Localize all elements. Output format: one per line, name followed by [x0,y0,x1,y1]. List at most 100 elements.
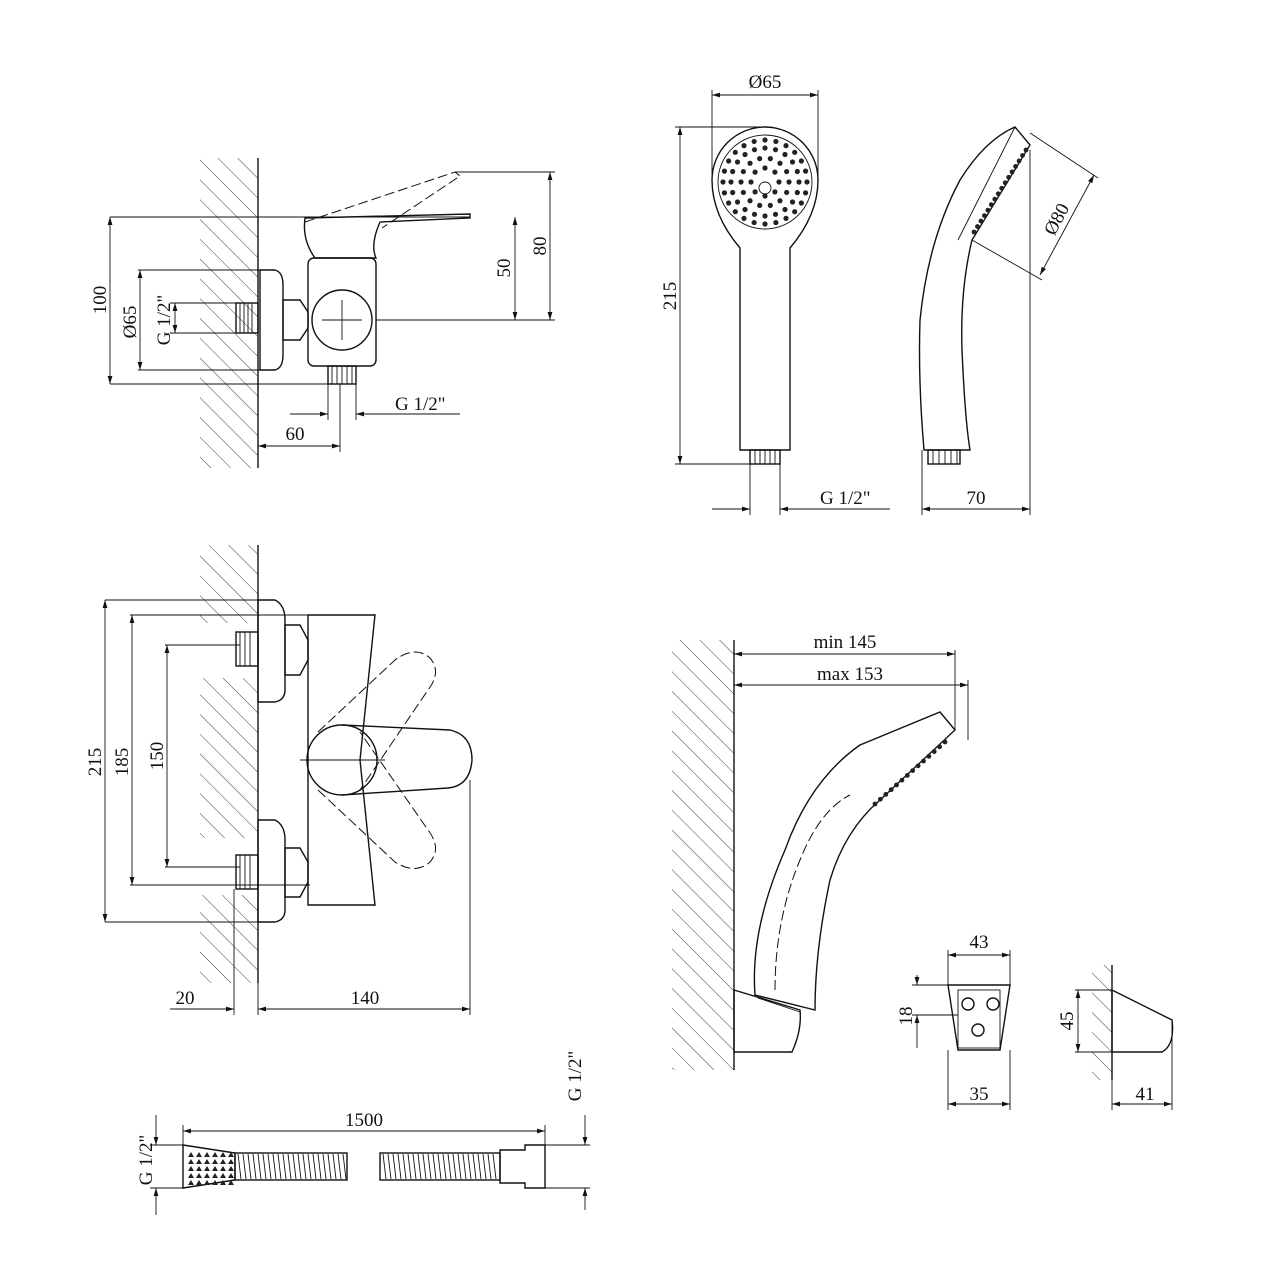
dim-hose-length: 1500 [345,1110,383,1131]
wall-hatch-lower [200,895,258,983]
nozzle [767,156,773,162]
nozzle [782,151,788,158]
nozzle [757,156,763,162]
coil-line [477,1153,482,1180]
dim-flange-dia: Ø65 [120,306,141,339]
side-nozzle [1016,158,1022,164]
knurl-mark [188,1166,194,1171]
nozzle [747,160,753,166]
knurl-mark [196,1180,202,1185]
mixer-side-view: 100 Ø65 G 1/2" 50 80 G 1/2" 60 [90,158,555,468]
coil-line [302,1153,307,1180]
dim-front-215: 215 [85,748,106,777]
knurl-mark [204,1152,210,1157]
shower-front-view: Ø65 215 G 1/2" [660,72,890,515]
install-nozzle [910,768,916,774]
install-nozzle [942,739,948,745]
coil-line [472,1153,477,1180]
nozzle [740,189,746,196]
coil-line [297,1153,302,1180]
coil-line [292,1153,297,1180]
dim-height-total: 100 [90,286,111,315]
wall-hatch [200,158,258,468]
side-nozzle [985,207,991,213]
knurl-mark [212,1180,218,1185]
nozzle [730,189,736,196]
nozzle [757,202,763,208]
nozzle [777,160,783,166]
nozzle [762,137,768,143]
knurl-mark [204,1159,210,1164]
knurl-mark [220,1152,226,1157]
nozzle [751,147,758,153]
nozzle [789,199,796,205]
nozzle [738,179,744,185]
side-nozzle [1006,174,1012,180]
side-nozzle [1023,147,1029,153]
nozzle [802,190,809,196]
side-nozzle [1009,169,1015,175]
coil-line [317,1153,322,1180]
coil-line [412,1153,417,1180]
nozzle [784,168,790,175]
knurl-mark [196,1159,202,1164]
nozzle [762,193,768,199]
nozzle [721,190,728,196]
install-nozzle [904,772,910,778]
dim-lever-raised: 80 [530,237,551,256]
dim-holder-side-depth: 41 [1136,1084,1155,1105]
shower-side-view: Ø80 70 [918,126,1099,515]
nozzle [732,209,738,215]
dim-front-150: 150 [147,742,168,771]
holder-front-view: 43 18 35 [896,932,1011,1110]
knurl-mark [204,1166,210,1171]
nozzle [802,168,809,174]
knurl-mark [204,1180,210,1185]
coil-line [417,1153,422,1180]
dim-lever-height: 50 [494,259,515,278]
nozzle [748,179,754,185]
knurl-mark [212,1152,218,1157]
wall-hatch-right [672,640,734,1070]
coil-line [422,1153,427,1180]
nozzle [734,199,741,205]
install-nozzle [915,763,921,769]
dim-inlet-thread: G 1/2" [154,295,175,346]
nozzle [720,179,726,185]
side-nozzle [975,224,980,229]
install-nozzle [937,744,943,750]
coil-line [382,1153,387,1180]
hose-coil-left [237,1153,347,1180]
coil-line [402,1153,407,1180]
spray-nozzles [720,137,810,227]
nozzle [772,147,779,153]
nozzle [741,143,747,149]
nozzle [794,189,800,196]
knurl-mark [212,1166,218,1171]
knurl-mark [196,1152,202,1157]
coil-line [437,1153,442,1180]
coil-line [247,1153,252,1180]
knurl-mark [188,1173,194,1178]
coil-line [427,1153,432,1180]
nozzle [767,202,773,208]
install-nozzles [872,739,948,807]
nozzle [721,168,728,174]
dim-front-projection: 140 [351,988,380,1009]
dim-holder-width-top: 43 [970,932,989,953]
side-nozzle [1013,164,1018,169]
knurl-mark [188,1152,194,1157]
nozzle [786,179,792,185]
nozzle [772,169,778,175]
coil-line [287,1153,292,1180]
knurl-mark [228,1166,234,1171]
nozzle [794,168,800,175]
nozzle [773,138,779,145]
coil-line [447,1153,452,1180]
side-nozzle [992,196,998,202]
coil-line [337,1153,342,1180]
coil-line [312,1153,317,1180]
nozzle [752,189,758,195]
nozzle [728,179,734,185]
dim-hose-thread-left: G 1/2" [136,1135,157,1186]
